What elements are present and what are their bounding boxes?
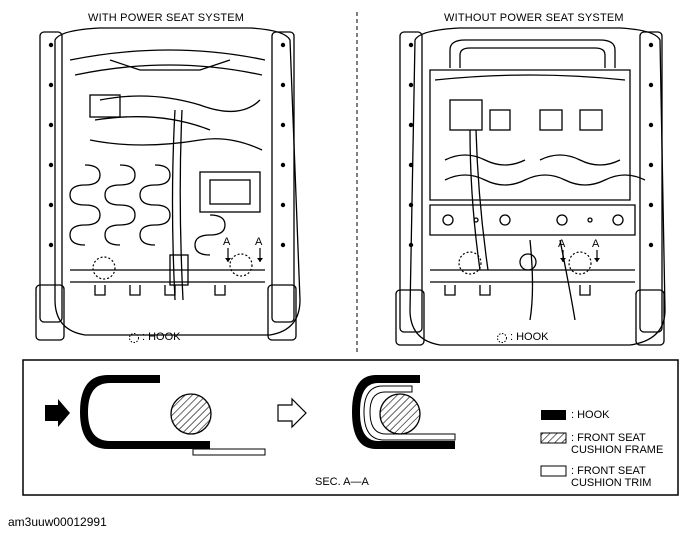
detail-before <box>45 375 266 456</box>
legend-swatch-hook <box>541 410 566 420</box>
left-hook-label: : HOOK <box>142 331 181 343</box>
legend-swatch-frame <box>540 432 567 444</box>
right-hook-legend-symbol <box>497 333 507 343</box>
right-hook-marker-1 <box>458 251 482 275</box>
left-panel-title: WITH POWER SEAT SYSTEM <box>88 12 245 24</box>
section-detail-box <box>22 359 679 496</box>
right-panel-title: WITHOUT POWER SEAT SYSTEM <box>444 12 624 24</box>
legend-swatch-trim <box>540 465 567 477</box>
left-seat-drawing <box>35 27 301 341</box>
section-label: SEC. A—A <box>315 476 369 488</box>
left-hook-marker-1 <box>92 256 116 280</box>
right-hook-marker-2 <box>568 251 592 275</box>
right-hook-label: : HOOK <box>510 331 549 343</box>
detail-after <box>352 375 456 449</box>
left-hook-marker-2 <box>229 253 253 277</box>
left-hook-legend-symbol <box>129 333 139 343</box>
right-section-mark-1: A <box>558 238 566 250</box>
right-seat-drawing <box>395 27 666 346</box>
left-section-mark-1: A <box>223 236 231 248</box>
image-code: am3uuw00012991 <box>8 515 107 529</box>
legend-text-hook: : HOOK <box>571 409 610 421</box>
right-section-mark-2: A <box>592 238 600 250</box>
left-section-mark-2: A <box>255 236 263 248</box>
transition-arrow <box>277 397 307 429</box>
legend-text-frame: : FRONT SEAT CUSHION FRAME <box>571 432 664 456</box>
legend-text-trim: : FRONT SEAT CUSHION TRIM <box>571 465 652 489</box>
